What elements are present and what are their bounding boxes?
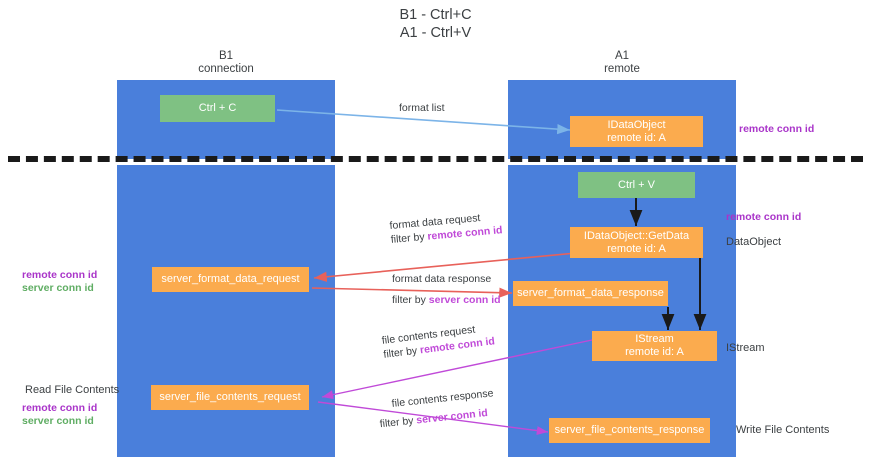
edge-label-format-data-response: format data response filter by server co…: [392, 272, 501, 307]
node-server-format-data-response[interactable]: server_format_data_response: [513, 281, 668, 306]
title-line-2: A1 - Ctrl+V: [399, 25, 472, 41]
phase-separator: [8, 156, 863, 162]
node-istream[interactable]: IStream remote id: A: [592, 331, 717, 361]
title-line-1: B1 - Ctrl+C: [399, 7, 472, 23]
column-header-b1-line2: connection: [198, 63, 254, 75]
column-header-a1-line2: remote: [604, 63, 640, 75]
node-server-format-data-request[interactable]: server_format_data_request: [152, 267, 309, 292]
node-ctrl-c[interactable]: Ctrl + C: [160, 95, 275, 122]
annotation-left-server-conn-id-2: server conn id: [22, 415, 94, 427]
node-server-format-data-request-label: server_format_data_request: [161, 273, 300, 285]
annotation-left-remote-conn-id-2: remote conn id: [22, 402, 98, 414]
annotation-right-write-file-contents: Write File Contents: [736, 424, 830, 436]
edge-label-format-list-line1: format list: [399, 102, 445, 114]
filter-key-server-conn-id-2: server conn id: [415, 407, 489, 427]
filter-key-server-conn-id-1: server conn id: [428, 294, 501, 306]
annotation-right-remote-conn-id-top: remote conn id: [739, 123, 815, 135]
annotation-left-server-conn-id-1: server conn id: [22, 282, 94, 294]
node-ole-dataobject-label: IDataObject: [607, 118, 666, 131]
node-server-format-data-response-label: server_format_data_response: [517, 287, 664, 299]
annotation-right-remote-conn-id-mid: remote conn id: [726, 211, 802, 223]
node-ole-dataobject-sub: remote id: A: [607, 131, 666, 144]
filter-by-prefix-1: filter by: [390, 230, 428, 246]
column-header-a1-line1: A1: [614, 50, 630, 62]
filter-by-prefix-2: filter by: [392, 294, 429, 306]
node-ole-dataobject[interactable]: IDataObject remote id: A: [570, 116, 703, 147]
edge-label-format-data-response-line2: filter by server conn id: [392, 293, 501, 307]
node-ctrl-c-label: Ctrl + C: [198, 102, 237, 114]
node-ctrl-v-label: Ctrl + V: [618, 178, 655, 191]
annotation-left-read-file-contents: Read File Contents: [25, 384, 120, 396]
filter-by-prefix-3: filter by: [382, 344, 421, 361]
node-ctrl-v[interactable]: Ctrl + V: [578, 172, 695, 198]
filter-by-prefix-4: filter by: [379, 414, 417, 431]
node-server-file-contents-response-label: server_file_contents_response: [554, 424, 705, 436]
lane-a1-bottom: [508, 165, 736, 457]
node-istream-label: IStream: [635, 333, 674, 345]
edge-label-file-contents-response: file contents response filter by server …: [379, 386, 496, 430]
node-idataobject-getdata[interactable]: IDataObject::GetData remote id: A: [570, 227, 703, 258]
node-server-file-contents-request[interactable]: server_file_contents_request: [151, 385, 309, 410]
node-server-file-contents-response[interactable]: server_file_contents_response: [549, 418, 710, 443]
column-header-b1-line1: B1: [218, 50, 234, 62]
edge-label-format-data-request: format data request filter by remote con…: [389, 209, 503, 247]
lane-b1-bottom: [117, 165, 335, 457]
page-title: B1 - Ctrl+C A1 - Ctrl+V: [0, 6, 871, 42]
node-idataobject-getdata-sub: remote id: A: [607, 242, 666, 255]
annotation-left-remote-conn-id-1: remote conn id: [22, 269, 98, 281]
edge-label-format-data-response-line1: format data response: [392, 273, 492, 285]
column-header-a1: A1 remote: [508, 50, 736, 76]
node-server-file-contents-request-label: server_file_contents_request: [159, 391, 301, 403]
edge-label-file-contents-request: file contents request filter by remote c…: [381, 320, 496, 361]
annotation-right-istream: IStream: [726, 342, 765, 354]
node-idataobject-getdata-label: IDataObject::GetData: [583, 229, 690, 242]
annotation-right-dataobject: DataObject: [726, 236, 782, 248]
column-header-b1: B1 connection: [117, 50, 335, 76]
edge-label-format-list: format list: [399, 101, 445, 115]
node-istream-sub: remote id: A: [625, 346, 684, 358]
